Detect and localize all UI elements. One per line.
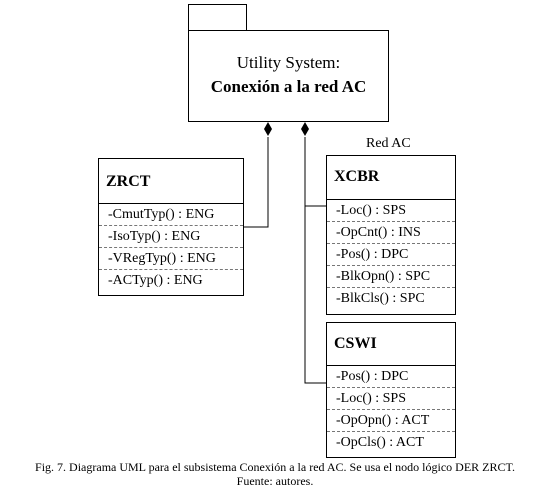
class-attribute: -Loc() : SPS [327, 200, 455, 222]
class-separator [327, 365, 455, 366]
class-attribute: -OpOpn() : ACT [327, 410, 455, 432]
class-attribute: -BlkOpn() : SPC [327, 266, 455, 288]
class-attribute: -IsoTyp() : ENG [99, 226, 243, 248]
class-attribute: -ACTyp() : ENG [108, 273, 203, 288]
class-attribute: -OpCls() : ACT [336, 435, 424, 450]
class-name: ZRCT [106, 173, 151, 190]
class-separator [327, 199, 455, 200]
class-separator [99, 203, 243, 204]
cswi-connector [304, 206, 326, 384]
package-subtitle: Conexión a la red AC [210, 77, 367, 96]
package-tab [188, 4, 247, 31]
class-attribute: -BlkCls() : SPC [336, 291, 425, 306]
class-attribute: -OpCnt() : INS [327, 222, 455, 244]
group-label-red-ac: Red AC [366, 136, 411, 151]
package-title: Utility System: [236, 53, 341, 72]
figure-caption-line1: Fig. 7. Diagrama UML para el subsistema … [35, 460, 515, 474]
figure-caption-line2: Fuente: autores. [236, 474, 314, 488]
xcbr-connector [304, 137, 326, 207]
class-attribute: -CmutTyp() : ENG [99, 204, 243, 226]
red-ac-composition-diamond [301, 122, 309, 136]
class-attribute: -Pos() : DPC [327, 244, 455, 266]
class-name: CSWI [334, 335, 377, 352]
zrct-connector [243, 137, 269, 228]
class-attribute: -VRegTyp() : ENG [99, 248, 243, 270]
class-cswi: CSWI -Pos() : DPC -Loc() : SPS -OpOpn() … [326, 322, 456, 458]
class-attribute: -Loc() : SPS [327, 388, 455, 410]
package-utility-system: Utility System: Conexión a la red AC [188, 30, 389, 122]
zrct-composition-diamond [264, 122, 272, 136]
class-name: XCBR [334, 168, 380, 185]
class-xcbr: XCBR -Loc() : SPS -OpCnt() : INS -Pos() … [326, 155, 456, 315]
class-attribute: -Pos() : DPC [327, 366, 455, 388]
class-zrct: ZRCT -CmutTyp() : ENG -IsoTyp() : ENG -V… [98, 158, 244, 296]
